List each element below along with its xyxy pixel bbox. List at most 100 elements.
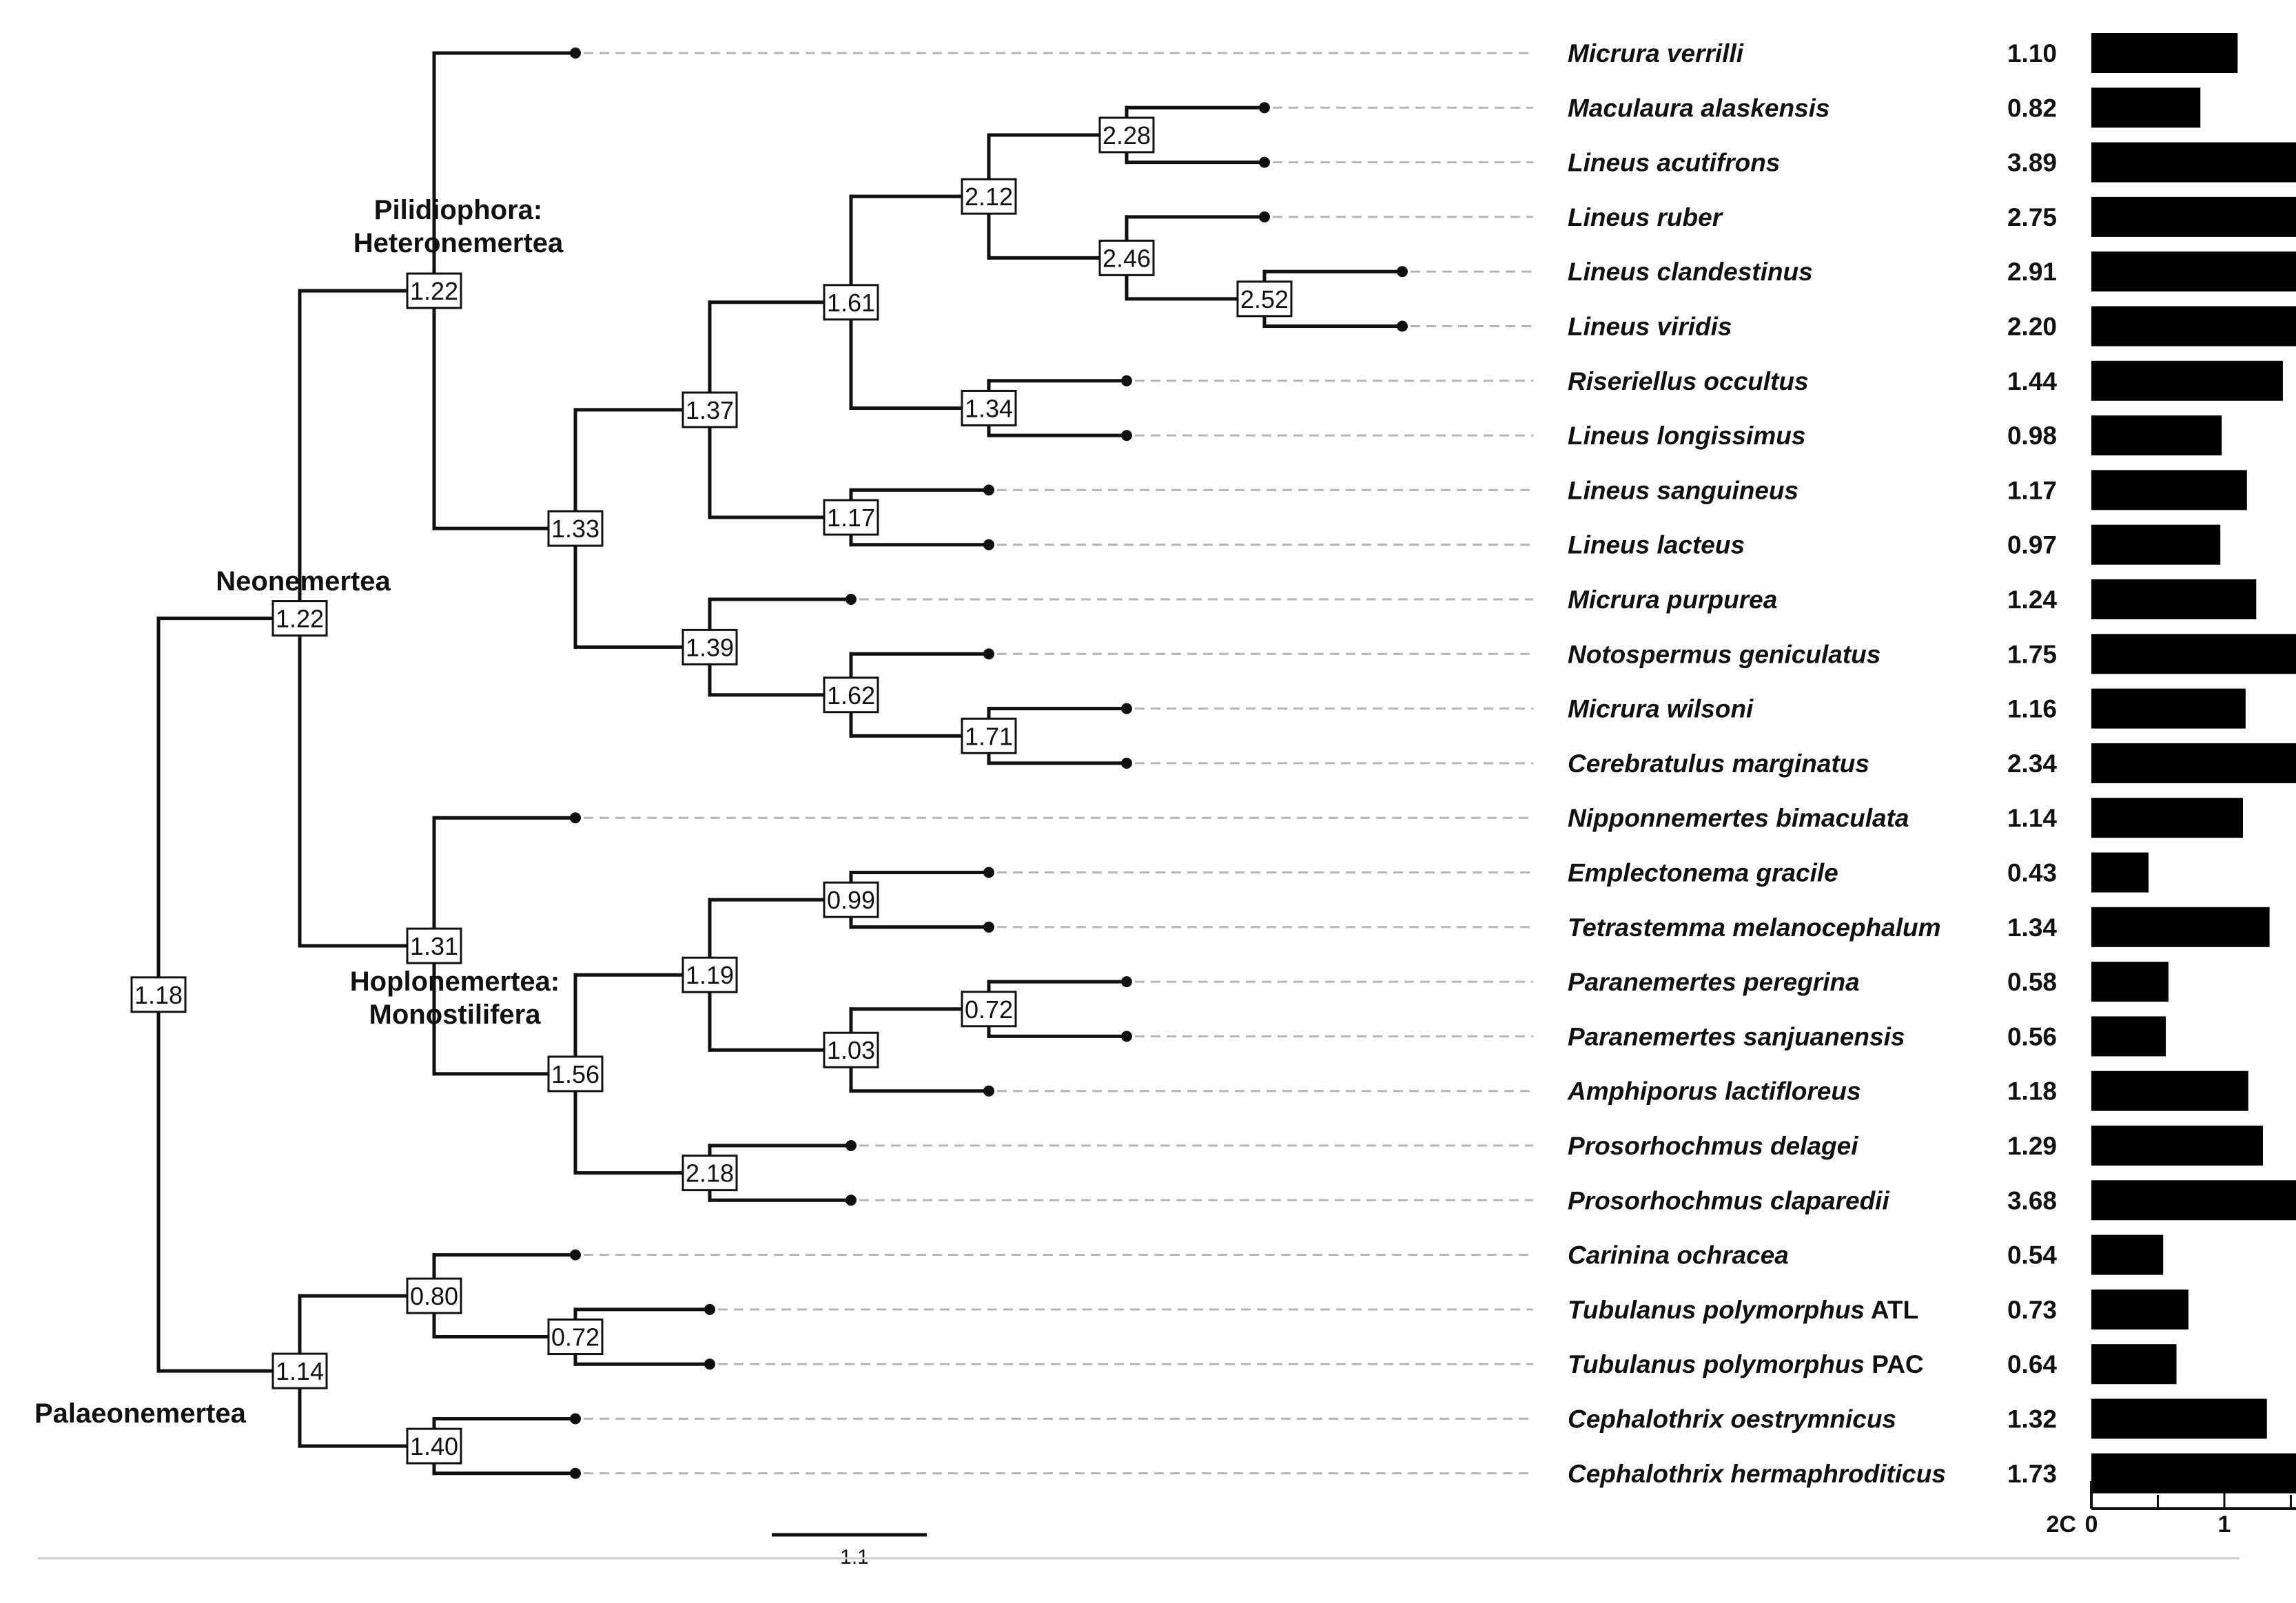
tip-connector-lines (584, 52, 1533, 1475)
node-label-n_117: 1.17 (823, 499, 879, 536)
node-label-n_161: 1.61 (823, 284, 879, 321)
genome-size-bar (2091, 579, 2257, 619)
genome-size-value: 0.97 (2007, 531, 2057, 559)
taxon-label: Amphiporus lactifloreus (1567, 1077, 1861, 1106)
genome-size-value: 1.14 (2007, 804, 2057, 832)
node-value: 1.39 (686, 633, 734, 661)
taxon-label: Lineus sanguineus (1568, 476, 1798, 504)
genome-size-bar (2091, 87, 2201, 128)
genome-size-value: 0.56 (2007, 1022, 2057, 1051)
node-value: 1.14 (276, 1357, 324, 1385)
node-value: 2.18 (686, 1159, 734, 1188)
taxon-label: Lineus ruber (1568, 203, 1724, 231)
tip-dot (983, 648, 994, 660)
tip-dot (570, 48, 581, 59)
tip-dot (983, 539, 994, 550)
tip-dot (845, 1195, 857, 1206)
tip-dot (1121, 757, 1132, 769)
genome-size-bar (2091, 470, 2247, 510)
genome-size-value: 1.75 (2007, 640, 2057, 668)
node-label-n_212: 2.12 (961, 178, 1017, 215)
tip-dot (1121, 703, 1132, 714)
node-label-n_134: 1.34 (961, 389, 1017, 426)
node-value: 0.99 (827, 886, 875, 914)
genome-size-value: 2.20 (2007, 313, 2057, 341)
genome-size-bar (2091, 1071, 2248, 1111)
axis-prefix-label: 2C (2047, 1511, 2076, 1538)
clade-label-neonemertea: Neonemertea (216, 566, 391, 597)
genome-size-value: 0.58 (2007, 968, 2057, 996)
node-label-n_162: 1.62 (823, 676, 879, 714)
genome-size-bar (2091, 415, 2222, 456)
node-value: 1.31 (410, 932, 458, 960)
genome-size-labels: 1.100.823.892.752.912.201.440.981.170.97… (2007, 39, 2057, 1488)
node-label-n_hoplo: 1.31 (406, 927, 462, 964)
node-labels: 2.28 2.52 2.46 2.12 1.34 1.61 1.17 1.37 1.71 1.62… (130, 116, 1293, 1465)
tip-dot (704, 1358, 715, 1370)
genome-size-value: 1.10 (2007, 39, 2057, 68)
genome-size-value: 0.43 (2007, 859, 2057, 887)
taxon-label: Carinina ochracea (1568, 1241, 1789, 1270)
tip-dot (983, 484, 994, 496)
node-value: 1.62 (827, 681, 875, 710)
genome-size-value: 1.44 (2007, 367, 2057, 395)
node-value: 1.22 (276, 605, 324, 633)
node-label-n_neo: 1.22 (271, 600, 328, 637)
genome-size-value: 1.29 (2007, 1132, 2057, 1160)
taxon-label: Prosorhochmus claparedii (1568, 1186, 1889, 1214)
genome-size-value: 1.32 (2007, 1405, 2057, 1434)
node-label-n_252: 2.52 (1236, 280, 1293, 318)
node-label-n_139: 1.39 (681, 628, 738, 665)
node-label-n_pili: 1.22 (406, 272, 462, 309)
genome-size-bar (2091, 251, 2296, 292)
genome-size-value: 3.68 (2007, 1186, 2057, 1214)
genome-size-bar (2091, 743, 2296, 783)
node-value: 2.28 (1103, 121, 1151, 149)
taxon-label: Tubulanus polymorphus PAC (1568, 1350, 1924, 1378)
taxon-label: Lineus clandestinus (1568, 258, 1813, 286)
clade-label-palaeonemertea: Palaeonemertea (34, 1398, 247, 1429)
tip-dot (845, 1140, 857, 1151)
node-value: 2.46 (1103, 244, 1151, 272)
node-label-n_080: 0.80 (406, 1277, 462, 1314)
taxon-label: Riseriellus occultus (1568, 367, 1809, 395)
tip-dot (1259, 102, 1270, 114)
genome-size-bar (2091, 1344, 2177, 1385)
genome-size-value: 1.24 (2007, 586, 2057, 614)
node-label-n_228: 2.28 (1098, 116, 1155, 154)
taxon-label: Tetrastemma melanocephalum (1568, 913, 1941, 942)
node-value: 2.52 (1240, 285, 1289, 313)
tip-dot (1121, 375, 1132, 386)
axis-tick-label: 0 (2085, 1511, 2098, 1538)
tip-dot (1121, 976, 1132, 988)
node-label-n_119: 1.19 (681, 956, 738, 993)
node-value: 0.72 (551, 1323, 599, 1352)
taxon-label: Tubulanus polymorphus ATL (1568, 1296, 1918, 1324)
node-value: 1.56 (551, 1060, 599, 1088)
genome-size-value: 0.73 (2007, 1296, 2057, 1324)
genome-size-bar (2091, 1016, 2166, 1057)
genome-size-value: 0.64 (2007, 1350, 2057, 1378)
node-value: 1.19 (686, 961, 734, 989)
clade-label-pilidiophora: Pilidiophora:Heteronemertea (353, 195, 564, 258)
tip-dot (570, 1249, 581, 1261)
taxon-label: Paranemertes sanjuanensis (1568, 1022, 1905, 1051)
node-label-n_156: 1.56 (547, 1055, 604, 1093)
genome-size-value: 2.34 (2007, 749, 2057, 778)
tip-dot (1121, 1031, 1132, 1042)
node-label-n_140: 1.40 (406, 1427, 462, 1465)
genome-size-bar (2091, 1234, 2164, 1275)
node-value: 0.80 (410, 1282, 458, 1310)
node-value: 1.37 (686, 396, 734, 424)
taxon-label: Notospermus geniculatus (1568, 640, 1880, 668)
genome-size-value: 0.98 (2007, 422, 2057, 450)
taxon-label: Maculaura alaskensis (1568, 94, 1830, 122)
node-value: 1.71 (965, 722, 1013, 750)
genome-size-value: 2.91 (2007, 258, 2057, 286)
node-label-n_218: 2.18 (681, 1155, 738, 1192)
genome-size-value: 0.82 (2007, 94, 2057, 122)
genome-size-value: 1.34 (2007, 913, 2057, 942)
tip-dot (570, 1413, 581, 1425)
genome-size-bar (2091, 1126, 2263, 1166)
